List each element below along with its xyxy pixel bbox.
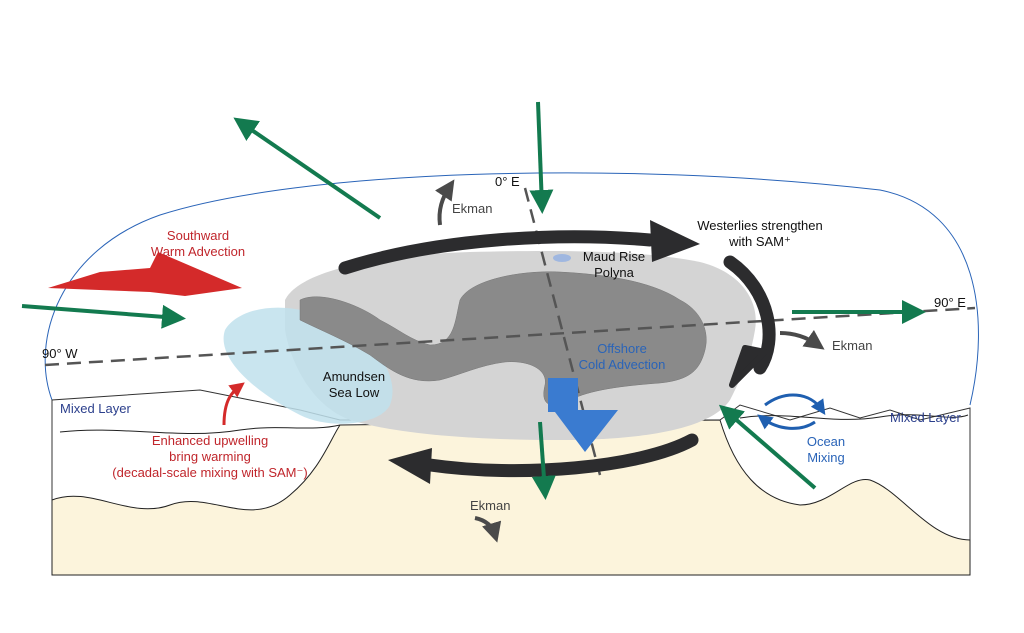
label-southward: Southward [167,228,229,243]
ocean-mixing-arc-top [764,393,826,415]
ekman-arrow-top [435,179,455,226]
label-upwelling-2: bring warming [169,449,251,464]
label-warm-advection: Warm Advection [151,244,245,259]
westerlies-arc-bottom [423,433,699,478]
label-ekman-top: Ekman [452,201,492,216]
westerlies-arrowhead-top [650,220,700,262]
label-upwelling-3: (decadal-scale mixing with SAM⁻) [112,465,307,480]
label-sea-low: Sea Low [329,385,380,400]
label-upwelling-1: Enhanced upwelling [152,433,268,448]
continent-core [299,271,707,406]
label-amundsen: Amundsen [323,369,385,384]
label-ocean: Ocean [807,434,845,449]
label-ekman-right: Ekman [832,338,872,353]
westerlies-arrowhead-right [729,345,768,388]
label-mixing: Mixing [807,450,845,465]
mixed-layer-line-left [59,424,341,435]
mixed-layer-line-right [739,414,969,420]
green-wind-arrow-west-in [21,304,186,329]
label-mixed-layer-right: Mixed Layer [890,410,961,425]
westerlies-arc-right [723,255,776,375]
meridian-90w-90e [44,306,976,367]
label-polyna: Polyna [594,265,635,280]
ekman-arrow-right [779,329,825,350]
label-westerlies-1: Westerlies strengthen [697,218,823,233]
label-zero-e: 0° E [495,174,520,189]
label-offshore: Offshore [597,341,647,356]
label-westerlies-2: with SAM⁺ [728,234,791,249]
offshore-cold-advection-arrow [548,378,618,452]
green-wind-arrow-bottom-down [531,421,556,500]
label-mixed-layer-left: Mixed Layer [60,401,131,416]
maud-rise-polyna-patch [553,254,571,262]
ocean-surface-dome [44,172,979,406]
westerlies-arrowhead-bottom [388,448,432,484]
green-wind-arrow-north-down [529,101,554,214]
label-ekman-bottom: Ekman [470,498,510,513]
westerlies-arc-top [338,230,657,275]
label-90e: 90° E [934,295,966,310]
ekman-arrow-bottom [474,516,502,543]
label-90w: 90° W [42,346,78,361]
upwelling-arrow [222,382,245,426]
label-maud-rise: Maud Rise [583,249,645,264]
label-cold-advection: Cold Advection [579,357,666,372]
green-wind-arrow-nw [233,117,382,220]
green-wind-arrow-se-in [718,404,817,490]
ocean-mixing-arc-bottom [757,414,816,430]
warm-advection-arrow [48,252,242,296]
